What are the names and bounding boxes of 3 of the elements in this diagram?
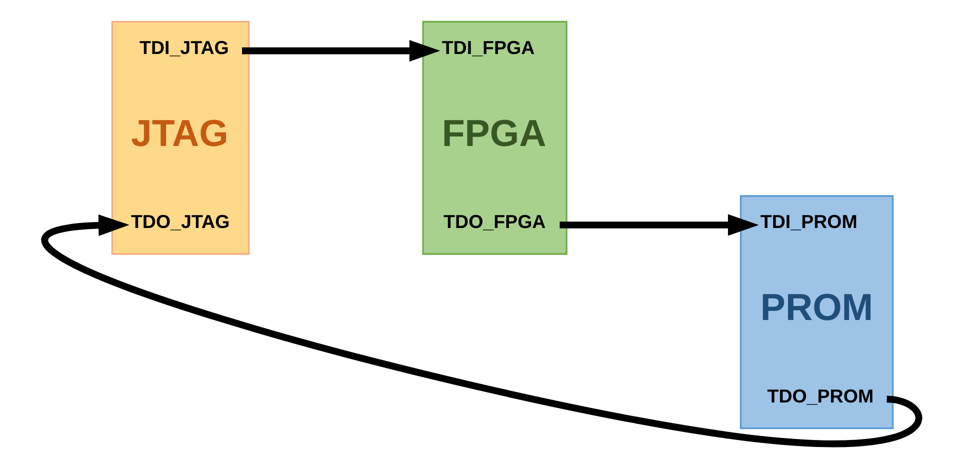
arrow xyxy=(559,214,758,236)
arrow xyxy=(242,40,440,62)
arrow xyxy=(43,214,921,448)
